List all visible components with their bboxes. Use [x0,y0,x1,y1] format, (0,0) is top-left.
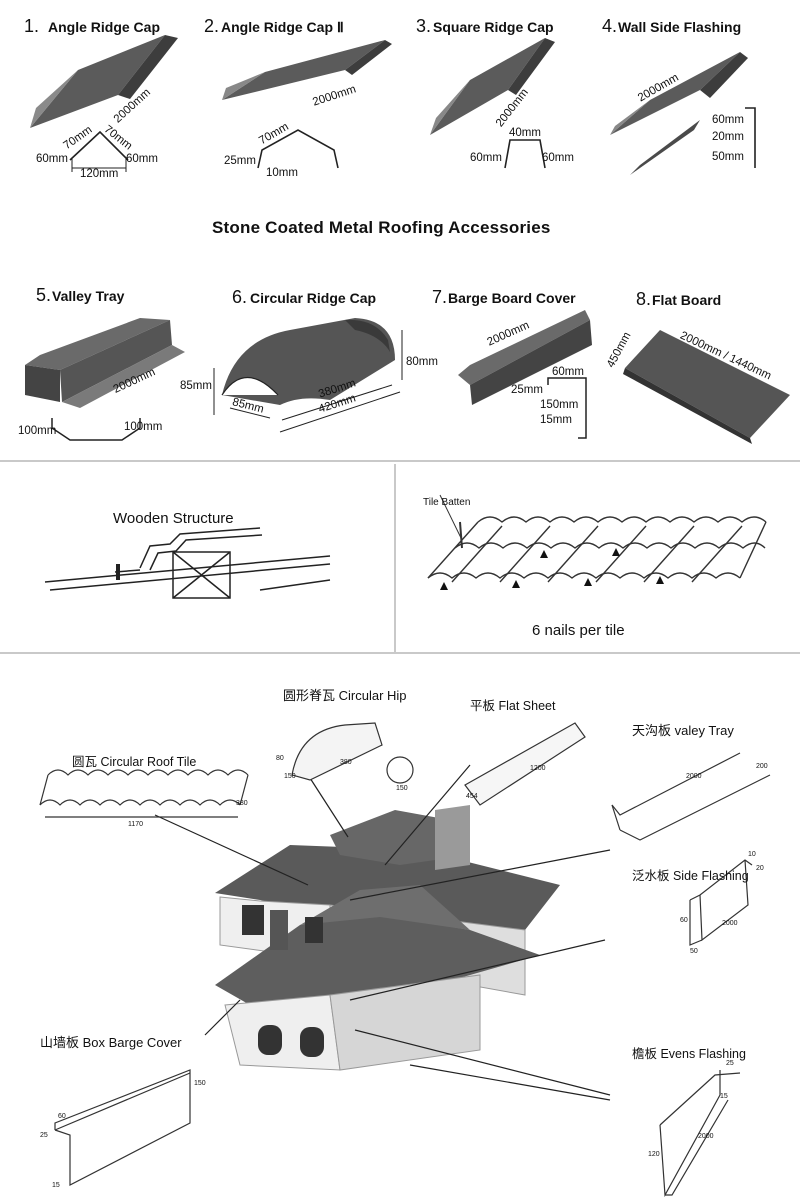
side-flashing-label: 泛水板 Side Flashing [632,869,749,883]
acc3-name: Square Ridge Cap [433,19,554,35]
acc2-number: 2. [204,16,220,36]
nails-per-tile-label: 6 nails per tile [532,622,625,639]
acc2-name: Angle Ridge Cap Ⅱ [221,19,344,35]
acc6-name: Circular Ridge Cap [250,290,377,306]
acc5-dim-left: 100mm [18,425,57,437]
top-divider [0,460,800,462]
acc4-dim-b: 20mm [712,131,744,143]
house-application-panel: 圆形脊瓦 Circular Hip 80 150 380 150 平板 Flat… [0,655,800,1200]
circular-ridge-cap-drawing [213,318,403,433]
roof-tile-label: 圆瓦 Circular Roof Tile [72,755,197,769]
acc6-dim-height: 80mm [406,356,438,368]
nail-markers [440,548,664,590]
acc4-name: Wall Side Flashing [618,19,742,35]
wooden-structure-drawing [44,527,331,599]
valley-tray-dim-b: 200 [756,763,768,770]
evens-flashing-label: 檐板 Evens Flashing [632,1047,746,1061]
valley-tray-label: 天沟板 valey Tray [632,723,734,738]
acc7-name: Barge Board Cover [448,290,576,306]
acc1-number: 1. [24,16,40,36]
acc3-dim-left: 60mm [470,152,502,164]
evens-flashing-dim-a: 25 [726,1060,734,1067]
roof-tile-dim-a: 380 [236,800,248,807]
acc7-dim-fold: 15mm [540,414,572,426]
circular-hip-label: 圆形脊瓦 Circular Hip [283,688,407,703]
valley-tray-part-drawing [611,752,771,841]
acc1-dim-right: 60mm [126,153,158,165]
acc5-name: Valley Tray [52,288,125,304]
evens-flashing-dim-b: 15 [720,1093,728,1100]
valley-tray-dim-a: 2000 [686,773,702,780]
evens-flashing-dim-d: 2000 [698,1133,714,1140]
side-flashing-drawing [689,859,753,946]
acc6-number: 6. [232,287,248,307]
acc1-dim-width: 120mm [80,168,119,180]
angle-ridge-cap-drawing [30,35,178,172]
acc5-dim-right: 100mm [124,421,163,433]
side-flashing-dim-c: 60 [680,917,688,924]
wooden-structure-label: Wooden Structure [113,510,234,527]
flat-sheet-label: 平板 Flat Sheet [470,699,556,713]
evens-flashing-drawing [659,1070,741,1198]
angle-ridge-cap-2-drawing [222,40,392,169]
accessories-drawings [25,35,790,444]
bottom-divider [0,652,800,654]
circular-hip-dim-c: 380 [340,759,352,766]
acc4-number: 4. [602,16,618,36]
acc7-dim-height: 150mm [540,399,579,411]
barge-board-cover-drawing [458,310,592,439]
box-barge-dim-b: 60 [58,1113,66,1120]
installation-drawings [44,494,767,599]
house-diagram [39,722,771,1198]
box-barge-label: 山墙板 Box Barge Cover [40,1035,182,1050]
page-title: Stone Coated Metal Roofing Accessories [212,218,551,237]
circular-hip-dim-d: 150 [396,785,408,792]
acc4-dim-c: 50mm [712,151,744,163]
installation-panel: Wooden Structure Tile Batten 6 nails per… [0,460,800,655]
box-barge-drawing [54,1069,191,1186]
flat-sheet-dim-b: 454 [466,793,478,800]
valley-tray-drawing [25,318,185,441]
side-flashing-dim-a: 10 [748,851,756,858]
side-flashing-dim-d: 2000 [722,920,738,927]
roof-tile-drawing [39,769,249,818]
acc7-dim-top: 60mm [552,366,584,378]
acc3-dim-right: 60mm [542,152,574,164]
flat-board-drawing [623,330,790,444]
evens-flashing-dim-c: 120 [648,1151,660,1158]
house-drawing [215,805,560,1071]
tile-batten-drawing [427,494,767,583]
acc6-dim-side: 85mm [180,380,212,392]
acc3-dim-top: 40mm [509,127,541,139]
acc3-number: 3. [416,16,432,36]
acc7-dim-lip: 25mm [511,384,543,396]
tile-batten-label: Tile Batten [423,497,471,508]
acc8-name: Flat Board [652,292,722,308]
vertical-divider [394,464,396,652]
acc5-number: 5. [36,285,52,305]
box-barge-dim-c: 25 [40,1132,48,1139]
pointer-arrows [154,764,611,1101]
circular-hip-dim-b: 150 [284,773,296,780]
circular-hip-drawing [291,722,414,784]
side-flashing-dim-b: 20 [756,865,764,872]
circular-hip-dim-a: 80 [276,755,284,762]
accessories-panel: 1. Angle Ridge Cap 2000mm 70mm 70mm 60mm… [0,0,800,460]
acc1-name: Angle Ridge Cap [48,19,161,35]
acc2-dim-fold: 10mm [266,167,298,179]
box-barge-dim-d: 15 [52,1182,60,1189]
acc1-dim-left: 60mm [36,153,68,165]
flat-sheet-dim-a: 1200 [530,765,546,772]
box-barge-dim-a: 150 [194,1080,206,1087]
flat-sheet-drawing [464,722,586,806]
wall-side-flashing-drawing [610,52,756,175]
square-ridge-cap-drawing [430,38,555,169]
acc2-dim-lip: 25mm [224,155,256,167]
roof-tile-dim-b: 1170 [128,821,144,828]
acc8-number: 8. [636,289,652,309]
side-flashing-dim-e: 50 [690,948,698,955]
acc7-number: 7. [432,287,448,307]
acc4-dim-a: 60mm [712,114,744,126]
